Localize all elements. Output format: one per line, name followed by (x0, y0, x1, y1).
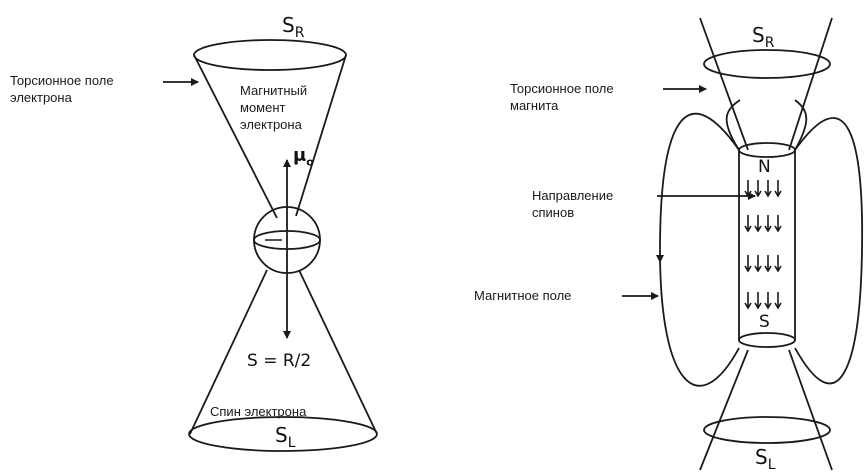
magnetic-field-label-text: Магнитное поле (474, 288, 572, 303)
left-bottom-symbol-letter: S (275, 423, 288, 447)
spin-arrow-icon (774, 255, 782, 273)
spin-direction-label: Направление спинов (532, 187, 613, 221)
right-magnet-diagram (622, 17, 864, 471)
left-bottom-cone-side-left (189, 269, 268, 435)
south-pole-letter: S (759, 312, 770, 332)
spin-label-text: Спин электрона (210, 404, 307, 419)
right-top-cone-side-left (699, 17, 749, 151)
spin-direction-label-line1: Направление (532, 188, 614, 203)
magnetic-moment-label: Магнитный момент электрона (240, 82, 307, 133)
spin-arrows-grid (744, 180, 782, 310)
left-top-symbol-sub: R (294, 25, 305, 41)
magnetic-field-label: Магнитное поле (474, 287, 571, 304)
left-top-symbol-letter: S (282, 13, 295, 37)
spin-arrow-icon (774, 292, 782, 310)
spin-arrow-icon (764, 215, 772, 233)
spin-direction-label-line2: спинов (532, 205, 575, 220)
mu-symbol-sub: o (306, 155, 314, 169)
left-top-cone-side-right (295, 54, 347, 217)
spin-arrow-icon (764, 292, 772, 310)
right-bottom-symbol-letter: S (755, 445, 768, 469)
north-pole-label: N (758, 156, 771, 178)
magnetic-field-inner-left (725, 99, 741, 151)
left-torsion-label-line1: Торсионное поле (10, 73, 114, 88)
left-top-symbol: SR (282, 14, 304, 44)
right-top-symbol-sub: R (764, 35, 775, 51)
left-top-cone-side-left (193, 54, 278, 219)
left-top-cone-rim (193, 39, 347, 71)
magnetic-moment-label-line2: момент (240, 100, 286, 115)
left-bottom-cone-rim (188, 416, 378, 452)
right-bottom-cone-rim (703, 416, 831, 444)
spin-arrow-icon (744, 292, 752, 310)
spin-arrow-icon (774, 215, 782, 233)
spin-arrow-icon (764, 180, 772, 198)
right-torsion-label-line2: магнита (510, 98, 559, 113)
spin-arrow-icon (774, 180, 782, 198)
right-bottom-symbol-sub: L (767, 457, 776, 473)
magnetic-moment-label-line3: электрона (240, 117, 302, 132)
right-top-symbol-letter: S (752, 23, 765, 47)
spin-formula: S = R/2 (247, 350, 311, 372)
right-top-symbol: SR (752, 24, 774, 54)
spin-arrow-icon (754, 180, 762, 198)
right-top-cone-side-right (788, 17, 833, 151)
north-pole-letter: N (758, 157, 771, 177)
right-torsion-label-line1: Торсионное поле (510, 81, 614, 96)
right-bottom-cone-side-left (699, 349, 749, 471)
right-bottom-symbol: SL (755, 446, 776, 474)
south-pole-label: S (759, 311, 770, 333)
magnetic-moment-label-line1: Магнитный (240, 83, 308, 98)
spin-arrow-icon (744, 255, 752, 273)
left-torsion-label-line2: электрона (10, 90, 72, 105)
left-bottom-symbol: SL (275, 424, 296, 454)
magnetic-field-lobe-right (794, 117, 864, 385)
magnetic-field-inner-right (794, 99, 808, 151)
spin-arrow-icon (744, 215, 752, 233)
mu-symbol: μo (293, 145, 314, 174)
spin-arrow-icon (754, 292, 762, 310)
magnetic-field-lobe-left (659, 112, 740, 387)
spin-arrow-icon (744, 180, 752, 198)
mu-symbol-letter: μ (293, 145, 307, 166)
spin-label: Спин электрона (210, 403, 306, 420)
right-top-cone-rim (703, 49, 831, 79)
spin-arrow-icon (764, 255, 772, 273)
left-torsion-label: Торсионное поле электрона (10, 72, 114, 106)
right-torsion-label: Торсионное поле магнита (510, 80, 614, 114)
magnet-bottom-cap (738, 332, 796, 348)
spin-arrow-icon (754, 215, 762, 233)
left-bottom-symbol-sub: L (287, 435, 296, 451)
left-electron-diagram (163, 39, 378, 452)
spin-formula-text: S = R/2 (247, 351, 312, 371)
right-bottom-cone-side-right (788, 349, 833, 471)
left-bottom-cone-side-right (298, 269, 378, 435)
spin-arrow-icon (754, 255, 762, 273)
